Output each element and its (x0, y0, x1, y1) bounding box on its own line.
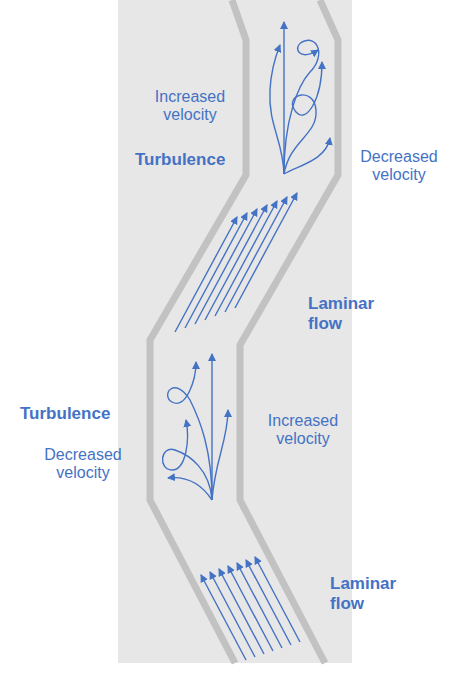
flow-arrow (284, 138, 330, 174)
flow-arrow (185, 213, 247, 328)
flow-arrow (195, 209, 257, 324)
flow-arrow (284, 40, 319, 174)
flow-arrow (163, 420, 212, 500)
velocity-label: Decreased velocity (38, 446, 128, 483)
flow-arrow (215, 201, 277, 316)
flow-arrow (212, 410, 228, 500)
velocity-label: Increased velocity (145, 88, 235, 125)
flow-arrow (205, 205, 267, 320)
flow-arrow (168, 362, 212, 500)
flow-arrow (255, 557, 300, 642)
flow-arrow (270, 45, 284, 174)
flow-arrow (237, 563, 282, 648)
velocity-label: Decreased velocity (356, 148, 442, 185)
flow-type-label: Turbulence (135, 150, 225, 170)
turbulent-flow-bottom (163, 354, 228, 500)
flow-arrow (175, 217, 237, 332)
laminar-flow-bottom (201, 557, 300, 660)
turbulent-flow-top (270, 22, 330, 174)
flow-type-label: Laminar flow (308, 294, 380, 333)
flow-type-label: Turbulence (20, 404, 110, 424)
flow-arrow (168, 478, 212, 500)
flow-arrow (246, 560, 291, 645)
flow-arrow (225, 197, 287, 312)
flow-type-label: Laminar flow (330, 574, 402, 613)
laminar-flow-middle (175, 193, 297, 332)
velocity-label: Increased velocity (258, 412, 348, 449)
flow-arrow (235, 193, 297, 308)
